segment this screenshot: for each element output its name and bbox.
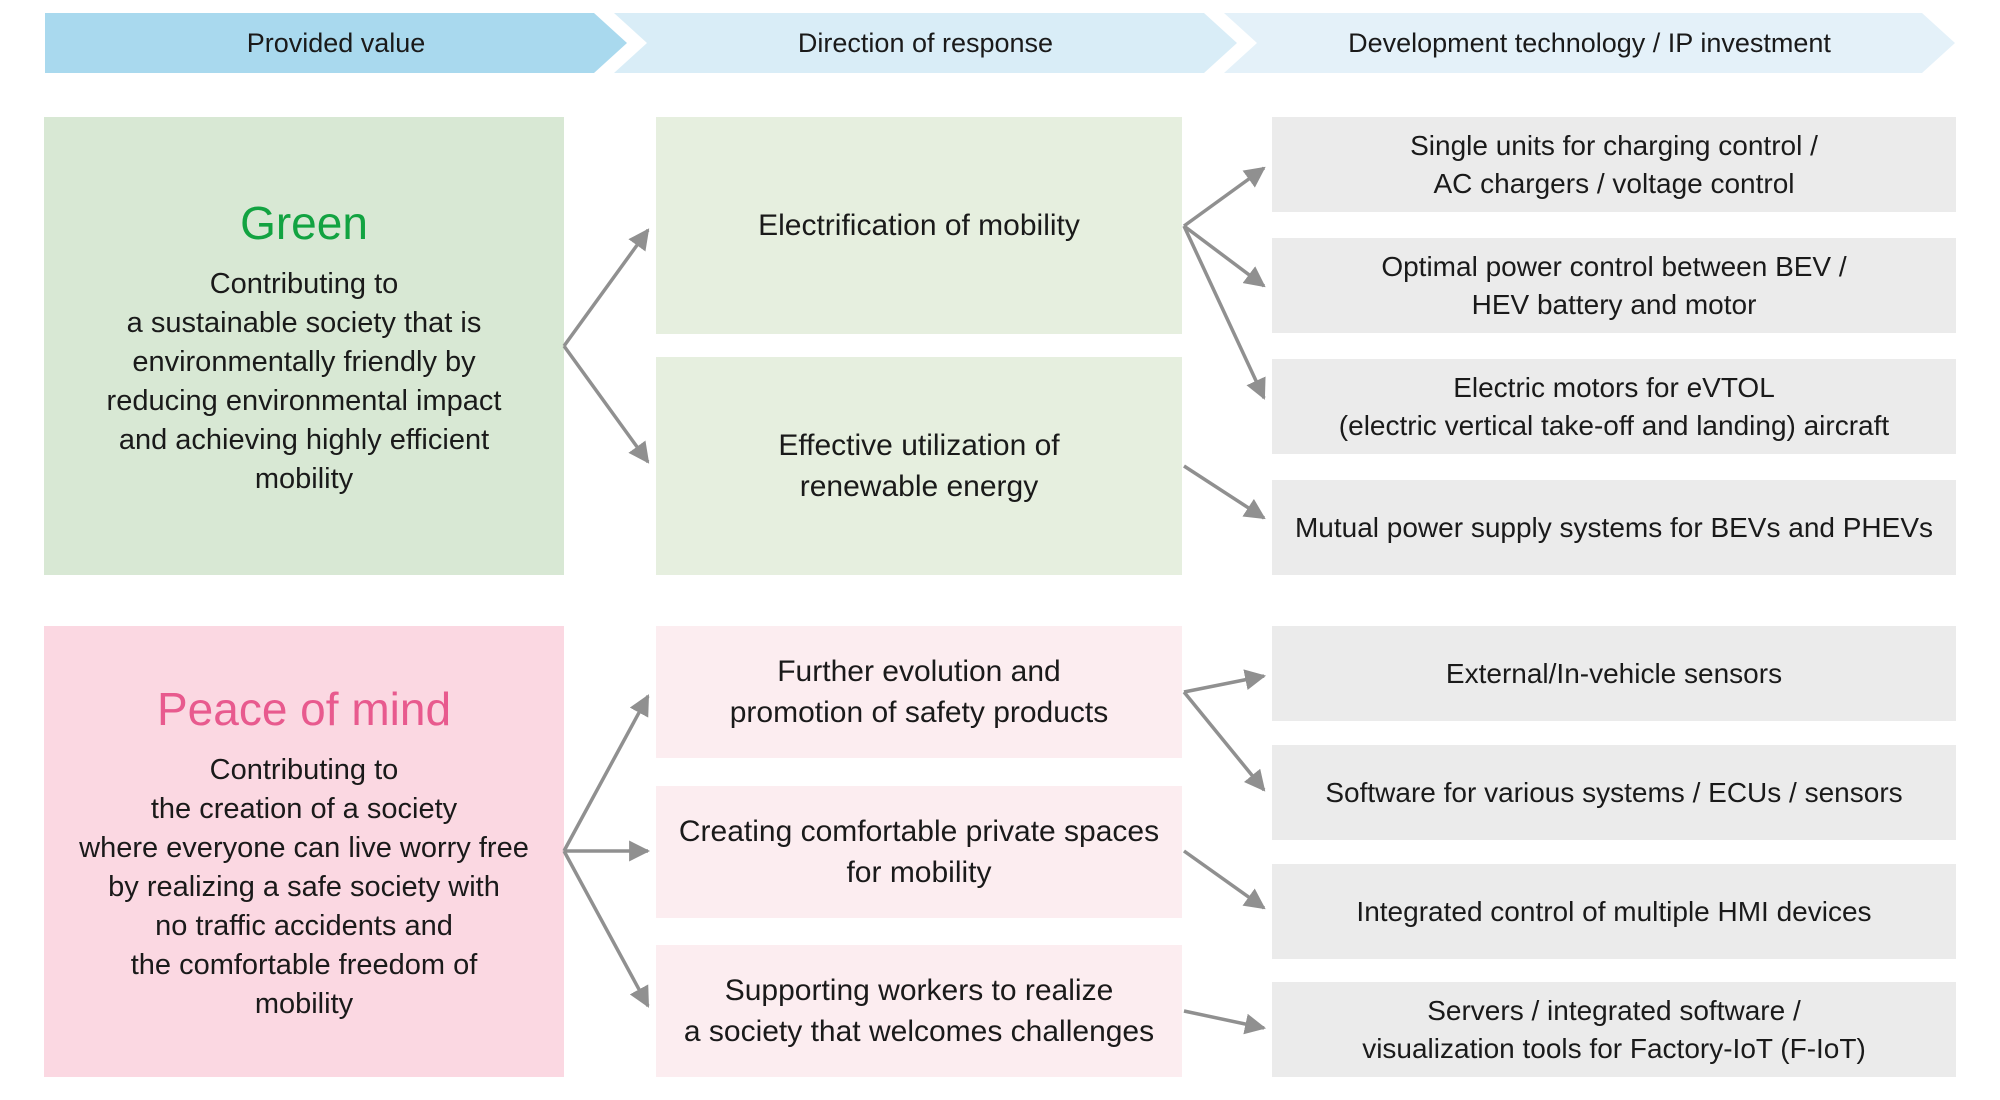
- flow-arrow: [1183, 464, 1266, 520]
- direction-label: Supporting workers to realize a society …: [683, 974, 1155, 1048]
- direction-label: Further evolution and promotion of safet…: [729, 655, 1109, 729]
- technology-label: Servers / integrated software / visualiz…: [1362, 994, 1866, 1064]
- flow-arrow: [1182, 690, 1266, 792]
- pink-technology-sensors: External/In-vehicle sensors: [1272, 626, 1956, 721]
- direction-label: Electrification of mobility: [758, 209, 1080, 242]
- flow-arrow: [562, 228, 650, 348]
- flow-arrow: [562, 344, 650, 464]
- pink-direction-supporting-workers: Supporting workers to realize a society …: [656, 945, 1182, 1077]
- peace-of-mind-value-title: Peace of mind: [156, 683, 452, 735]
- technology-label: Integrated control of multiple HMI devic…: [1356, 895, 1872, 927]
- green-technology-power-control: Optimal power control between BEV / HEV …: [1272, 238, 1956, 333]
- flow-arrow: [1182, 166, 1266, 228]
- direction-label: Creating comfortable private spaces for …: [678, 815, 1160, 889]
- pink-direction-private-spaces: Creating comfortable private spaces for …: [656, 786, 1182, 918]
- green-direction-electrification: Electrification of mobility: [656, 117, 1182, 334]
- header-step-label: Direction of response: [797, 27, 1054, 58]
- green-value-description: Contributing to a sustainable society th…: [106, 268, 502, 495]
- peace-of-mind-value-description: Contributing to the creation of a societ…: [79, 754, 529, 1020]
- technology-label: Mutual power supply systems for BEVs and…: [1294, 511, 1934, 543]
- green-technology-evtol-motors: Electric motors for eVTOL (electric vert…: [1272, 359, 1956, 454]
- green-value-box: Green Contributing to a sustainable soci…: [44, 117, 564, 575]
- peace-of-mind-value-box: Peace of mind Contributing to the creati…: [44, 626, 564, 1077]
- flow-arrow: [1183, 1009, 1267, 1035]
- flow-arrow: [562, 694, 650, 852]
- header-step-provided-value: Provided value: [45, 13, 627, 73]
- technology-label: Software for various systems / ECUs / se…: [1325, 776, 1903, 808]
- direction-label: Effective utilization of renewable energ…: [778, 429, 1060, 503]
- pink-technology-software: Software for various systems / ECUs / se…: [1272, 745, 1956, 840]
- flow-arrow: [1182, 224, 1266, 288]
- pink-direction-safety-products: Further evolution and promotion of safet…: [656, 626, 1182, 758]
- technology-label: Electric motors for eVTOL (electric vert…: [1338, 371, 1890, 441]
- flow-arrow: [562, 850, 650, 1008]
- flow-arrow: [1182, 849, 1266, 910]
- technology-label: Optimal power control between BEV / HEV …: [1381, 250, 1847, 320]
- green-direction-renewable-energy: Effective utilization of renewable energ…: [656, 357, 1182, 575]
- flow-arrow: [1182, 225, 1266, 400]
- technology-label: Single units for charging control / AC c…: [1410, 129, 1818, 199]
- technology-label: External/In-vehicle sensors: [1445, 657, 1783, 689]
- flow-arrow: [1183, 669, 1267, 694]
- header-step-development-technology: Development technology / IP investment: [1224, 13, 1955, 73]
- pink-technology-hmi-devices: Integrated control of multiple HMI devic…: [1272, 864, 1956, 959]
- green-value-title: Green: [240, 197, 368, 249]
- pink-technology-factory-iot: Servers / integrated software / visualiz…: [1272, 982, 1956, 1077]
- header-step-direction-of-response: Direction of response: [614, 13, 1237, 73]
- header-step-label: Development technology / IP investment: [1348, 27, 1831, 58]
- header-step-label: Provided value: [246, 27, 426, 58]
- green-technology-mutual-power-supply: Mutual power supply systems for BEVs and…: [1272, 480, 1956, 575]
- green-technology-charging-control: Single units for charging control / AC c…: [1272, 117, 1956, 212]
